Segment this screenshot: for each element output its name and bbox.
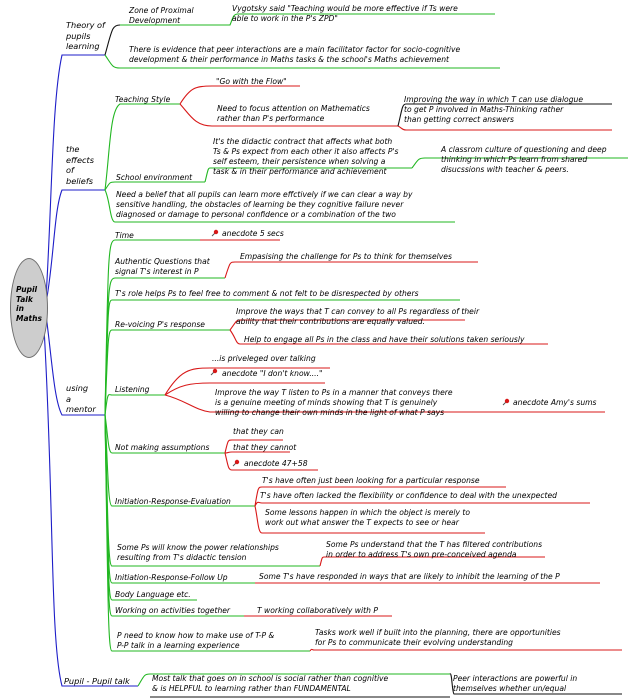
anecdote-dont-know-node[interactable]: anecdote "I don't know...." <box>222 369 323 378</box>
emphasising-node[interactable]: Empasising the challenge for Ps to think… <box>240 252 452 261</box>
focus-maths-node[interactable]: Need to focus attention on Mathematics r… <box>217 104 370 123</box>
vygotsky-node[interactable]: Vygotsky said "Teaching would be more ef… <box>232 4 458 23</box>
need-know-node[interactable]: P need to know how to make use of T-P & … <box>117 631 275 650</box>
together-point-1[interactable]: T working collaboratively with P <box>257 606 378 615</box>
improving-dialogue-node[interactable]: Improving the way in which T can use dia… <box>404 95 584 124</box>
classroom-culture-node[interactable]: A classrom culture of questioning and de… <box>441 145 607 174</box>
root-node[interactable] <box>10 258 48 358</box>
irf-point-1[interactable]: Some T's have responded in ways that are… <box>259 572 560 581</box>
branch-mentor-label[interactable]: using a mentor <box>66 383 96 414</box>
teaching-style-node[interactable]: Teaching Style <box>115 95 171 104</box>
improve-listen-node[interactable]: Improve the way T listen to Ps in a mann… <box>215 388 453 417</box>
black-leaf-lines <box>150 103 622 698</box>
branch-theory-label[interactable]: Theory of pupils learning <box>66 20 105 51</box>
that-they-can-node[interactable]: that they can <box>233 427 284 436</box>
ire-point-2[interactable]: T's have often lacked the flexibility or… <box>260 491 557 500</box>
authentic-questions-node[interactable]: Authentic Questions that signal T's inte… <box>115 257 210 276</box>
black-connector-lines <box>104 24 121 56</box>
power-relationships-node[interactable]: Some Ps will know the power relationship… <box>117 543 279 562</box>
main-branch-lines <box>43 54 138 687</box>
go-with-flow-node[interactable]: "Go with the Flow" <box>216 77 287 86</box>
time-node[interactable]: Time <box>115 231 134 240</box>
working-together-node[interactable]: Working on activities together <box>115 606 231 615</box>
ire-point-1[interactable]: T's have often just been looking for a p… <box>262 476 480 485</box>
social-talk-node[interactable]: Most talk that goes on in school is soci… <box>152 674 389 693</box>
branch-peer-label[interactable]: Pupil - Pupil talk <box>64 676 130 686</box>
anecdote-5-secs-node[interactable]: anecdote 5 secs <box>222 229 284 238</box>
privileged-node[interactable]: ...is priveleged over talking <box>212 354 316 363</box>
anecdote-47-node[interactable]: anecdote 47+58 <box>244 459 308 468</box>
red-leaf-lines <box>164 85 622 652</box>
ts-role-node[interactable]: T's role helps Ps to feel free to commen… <box>115 289 419 298</box>
anecdote-pin-icon <box>232 459 240 467</box>
improve-ways-node[interactable]: Improve the ways that T can convey to al… <box>236 307 480 326</box>
need-belief-node[interactable]: Need a belief that all pupils can learn … <box>116 190 413 219</box>
tasks-well-node[interactable]: Tasks work well if built into the planni… <box>315 628 561 647</box>
anecdote-pin-icon <box>502 398 510 406</box>
anecdote-amy-node[interactable]: anecdote Amy's sums <box>513 398 597 407</box>
not-assuming-node[interactable]: Not making assumptions <box>115 443 210 452</box>
green-branch-lines <box>104 13 628 687</box>
irf-node[interactable]: Initiation-Response-Follow Up <box>115 573 228 582</box>
that-they-cannot-node[interactable]: that they cannot <box>233 443 297 452</box>
root-label: Pupil Talk in Maths <box>16 285 42 323</box>
revoicing-node[interactable]: Re-voicing P's response <box>115 320 205 329</box>
didactic-contract-node[interactable]: It's the didactic contract that affects … <box>213 137 399 176</box>
evidence-node[interactable]: There is evidence that peer interactions… <box>129 45 461 64</box>
help-engage-node[interactable]: Help to engage all Ps in the class and h… <box>244 335 525 344</box>
school-environment-node[interactable]: School environment <box>116 173 193 182</box>
anecdote-pin-icon <box>211 229 219 237</box>
branch-beliefs-label[interactable]: the effects of beliefs <box>66 144 94 186</box>
body-language-node[interactable]: Body Language etc. <box>115 590 191 599</box>
ire-point-3[interactable]: Some lessons happen in which the object … <box>265 508 471 527</box>
peer-powerful-node[interactable]: Peer interactions are powerful in themse… <box>453 674 578 693</box>
power-point-1[interactable]: Some Ps understand that the T has filter… <box>326 540 543 559</box>
anecdote-pin-icon <box>210 368 218 376</box>
ire-node[interactable]: Initiation-Response-Evaluation <box>115 497 231 506</box>
listening-node[interactable]: Listening <box>115 385 150 394</box>
zpd-node[interactable]: Zone of Proximal Development <box>129 6 194 25</box>
